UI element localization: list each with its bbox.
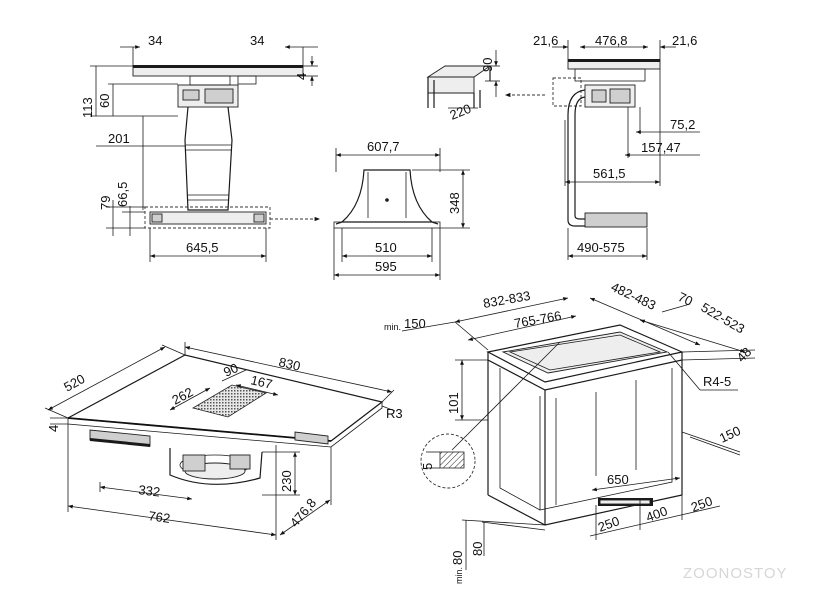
dim-60: 60 — [97, 94, 112, 108]
cab-dim-400: 400 — [644, 503, 670, 525]
dim-645-5: 645,5 — [186, 240, 219, 255]
dim-595: 595 — [375, 259, 397, 274]
hob-dim-476-8: 476,8 — [287, 495, 319, 530]
dim-79: 79 — [98, 196, 113, 210]
cab-dim-r4-5: R4-5 — [703, 374, 731, 389]
dim-607-7: 607,7 — [367, 139, 400, 154]
cab-dim-70: 70 — [676, 289, 695, 309]
dim-476-8: 476,8 — [595, 33, 628, 48]
dim-348: 348 — [447, 192, 462, 214]
watermark-text: ZOONOSTOY — [683, 565, 788, 582]
cab-dim-765-766: 765-766 — [513, 308, 563, 331]
cab-dim-150-right: 150 — [717, 423, 743, 446]
hob-dim-262: 262 — [169, 384, 195, 407]
cab-dim-250-left: 250 — [596, 513, 622, 535]
hob-dim-r3: R3 — [386, 406, 403, 421]
dim-561-5: 561,5 — [593, 166, 626, 181]
cabinet-perspective-view: min. 150 832-833 765-766 482-483 70 522-… — [384, 279, 756, 584]
kit-view: 90 220 — [426, 50, 545, 123]
cab-dim-522-523: 522-523 — [699, 300, 748, 337]
hob-dim-4: 4 — [46, 425, 61, 432]
dim-66-5: 66,5 — [115, 182, 130, 207]
kit-dim-90: 90 — [480, 58, 495, 72]
kit-dim-220: 220 — [448, 101, 474, 123]
dim-510: 510 — [375, 240, 397, 255]
dim-201: 201 — [108, 131, 130, 146]
cab-dim-650: 650 — [607, 472, 629, 487]
dim-157-47: 157,47 — [641, 140, 681, 155]
hob-dim-830: 830 — [277, 354, 302, 373]
cab-dim-80: 80 — [470, 542, 485, 556]
hob-dim-167: 167 — [249, 372, 274, 391]
hob-dim-90: 90 — [221, 360, 240, 380]
dim-34-right: 34 — [250, 33, 264, 48]
hob-dim-762: 762 — [148, 508, 172, 526]
cab-dim-482-483: 482-483 — [609, 279, 659, 313]
dim-4: 4 — [294, 73, 309, 80]
cab-dim-250-right: 250 — [689, 493, 715, 515]
dim-113: 113 — [80, 97, 95, 118]
hob-dim-332: 332 — [138, 482, 161, 500]
hob-perspective-view: 520 830 90 262 167 R3 4 230 332 76 — [44, 342, 403, 540]
cab-dim-min150: 150 — [404, 316, 426, 331]
cab-min150-prefix: min. — [384, 322, 401, 332]
cab-dim-101: 101 — [446, 392, 461, 414]
cab-dim-5: 5 — [420, 463, 435, 470]
center-plenum-view: 607,7 348 510 595 — [333, 139, 470, 280]
dim-21-6-left: 21,6 — [533, 33, 558, 48]
cab-dim-48: 48 — [734, 344, 755, 365]
dim-21-6-right: 21,6 — [672, 33, 697, 48]
top-left-side-view: 34 34 4 113 60 201 79 66,5 645,5 — [80, 33, 320, 262]
top-right-side-view: 21,6 476,8 21,6 75,2 157,47 561,5 490-57… — [533, 33, 700, 260]
dim-75-2: 75,2 — [670, 117, 695, 132]
hob-dim-230: 230 — [279, 470, 294, 492]
dim-490-575: 490-575 — [577, 240, 625, 255]
cab-dim-min80: 80 — [450, 551, 465, 565]
cab-min80-prefix: min. — [454, 567, 464, 584]
dim-34-left: 34 — [148, 33, 162, 48]
